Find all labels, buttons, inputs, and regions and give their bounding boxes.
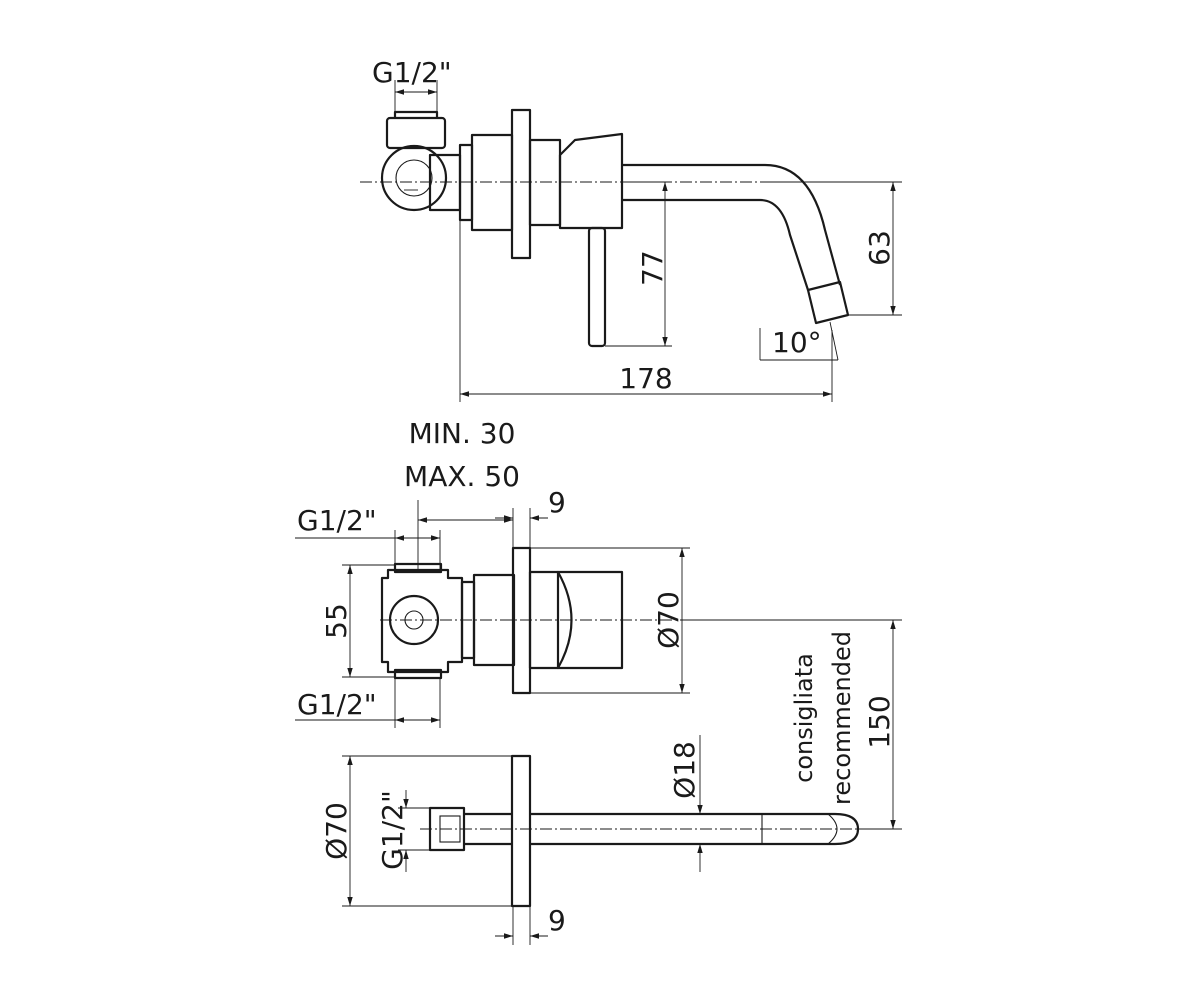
inlet-thread xyxy=(393,110,439,118)
note-english: recommended xyxy=(828,631,856,805)
plan-view: MIN. 30 MAX. 50 9 G1/2" 55 xyxy=(295,417,900,728)
spout-tube-bottom xyxy=(622,198,810,291)
lever-plan xyxy=(556,570,624,670)
side-thread-label: G1/2" xyxy=(372,56,452,89)
lever-body xyxy=(558,132,624,230)
body-height-label: 55 xyxy=(320,603,353,639)
spout-plate-diameter-label: Ø70 xyxy=(320,802,353,860)
total-length-label: 178 xyxy=(619,362,672,395)
angle-label: 10° xyxy=(772,326,822,359)
valve-nut xyxy=(458,143,474,222)
plate-thickness-top-label: 9 xyxy=(548,486,566,519)
spout-tube-top xyxy=(622,163,842,286)
spout-height-label: 77 xyxy=(636,250,669,286)
side-view: G1/2" 77 63 10° 178 xyxy=(360,56,902,402)
inlet-bore xyxy=(395,159,433,197)
min-depth-label: MIN. 30 xyxy=(409,417,516,450)
inlet-body-top xyxy=(385,116,447,150)
inlet-body-ring xyxy=(380,144,448,212)
spout-thread-label: G1/2" xyxy=(376,790,409,870)
spacing-label: 150 xyxy=(863,695,896,748)
plan-thread-bottom-label: G1/2" xyxy=(297,688,377,721)
outlet-drop-label: 63 xyxy=(863,230,896,266)
thread-bottom-plan xyxy=(393,668,443,680)
spout-outlet xyxy=(806,280,850,325)
plate-thickness-bottom-label: 9 xyxy=(548,904,566,937)
spout-wall-plate xyxy=(510,754,532,908)
spout-view: Ø70 G1/2" Ø18 consigliata recommended 15… xyxy=(320,619,902,945)
plan-thread-top-label: G1/2" xyxy=(297,504,377,537)
note-italian: consigliata xyxy=(790,653,818,783)
spout-diameter-label: Ø18 xyxy=(668,741,701,799)
lever-handle xyxy=(587,226,607,348)
valve-housing xyxy=(470,133,514,232)
spout-base xyxy=(528,138,562,227)
wall-plate xyxy=(510,108,532,260)
thread-top-plan xyxy=(393,562,443,574)
max-depth-label: MAX. 50 xyxy=(404,460,520,493)
plate-diameter-label: Ø70 xyxy=(652,591,685,649)
plate-plan xyxy=(511,546,532,695)
valve-body-plan xyxy=(380,568,464,674)
